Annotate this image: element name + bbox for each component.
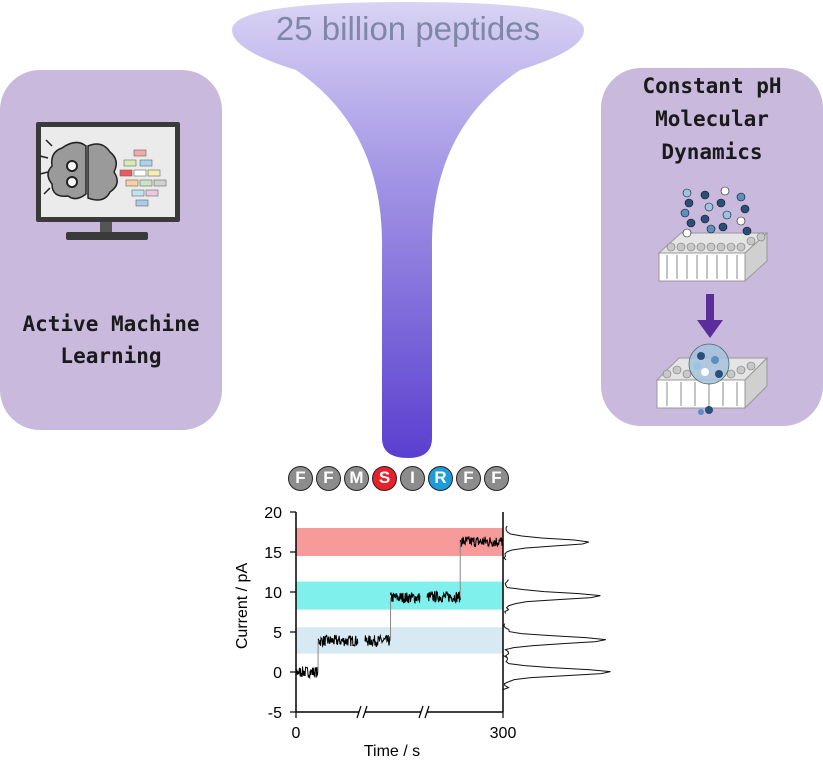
computer-brain-icon: [36, 122, 180, 240]
active-learning-label: Active Machine Learning: [0, 308, 222, 372]
y-tick-label: 20: [264, 505, 282, 522]
level-band: [296, 627, 503, 654]
x-tick-label: 0: [292, 725, 301, 742]
membrane-peptides-icon: [657, 186, 769, 283]
residue-bead: I: [400, 466, 425, 491]
active-learning-line2: Learning: [60, 344, 162, 368]
current-trace-segment: [364, 633, 391, 648]
down-arrow-icon: [697, 294, 723, 338]
residue-bead: F: [456, 466, 481, 491]
axis-break-mark: [356, 705, 362, 719]
residue-bead: F: [288, 466, 313, 491]
histogram-peak: [503, 623, 606, 658]
active-learning-panel: Active Machine Learning: [0, 70, 222, 430]
current-trace-segment: [317, 634, 359, 648]
axis-break-gap: [421, 706, 427, 718]
residue-bead: M: [344, 466, 369, 491]
y-tick-label: 5: [273, 625, 282, 642]
x-tick-label: 300: [490, 725, 517, 742]
residue-bead: F: [316, 466, 341, 491]
current-trace-segment: [426, 589, 461, 604]
cph-md-line1: Constant pH: [642, 74, 782, 98]
y-tick-label: 15: [264, 545, 282, 562]
cph-md-label: Constant pH Molecular Dynamics: [601, 70, 823, 169]
axis-break-mark: [362, 705, 368, 719]
membrane-cluster-icon: [655, 343, 769, 415]
axis-break-mark: [418, 705, 424, 719]
y-axis-label: Current / pA: [234, 563, 251, 650]
current-trace-segment: [295, 666, 319, 680]
funnel-title: 25 billion peptides: [275, 10, 541, 47]
current-trace-segment: [459, 536, 504, 548]
residue-bead: S: [372, 466, 397, 491]
histogram-peak: [503, 525, 589, 561]
level-band: [296, 581, 503, 610]
funnel-shape: [232, 2, 584, 458]
current-trace-segment: [390, 592, 421, 604]
active-learning-line1: Active Machine: [22, 312, 200, 336]
cph-md-line3: Dynamics: [661, 140, 763, 164]
histogram-peak: [504, 579, 601, 614]
axis-break-gap: [359, 706, 365, 718]
axis-break-mark: [424, 705, 430, 719]
residue-bead: R: [428, 466, 453, 491]
histogram-peak: [502, 655, 611, 691]
cph-md-line2: Molecular: [655, 107, 769, 131]
cph-md-panel: Constant pH Molecular Dynamics: [601, 68, 823, 426]
level-band: [296, 528, 503, 556]
residue-bead: F: [484, 466, 509, 491]
y-tick-label: 0: [273, 665, 282, 682]
x-axis-label: Time / s: [364, 743, 420, 760]
y-tick-label: 10: [264, 585, 282, 602]
y-tick-label: -5: [268, 705, 282, 722]
